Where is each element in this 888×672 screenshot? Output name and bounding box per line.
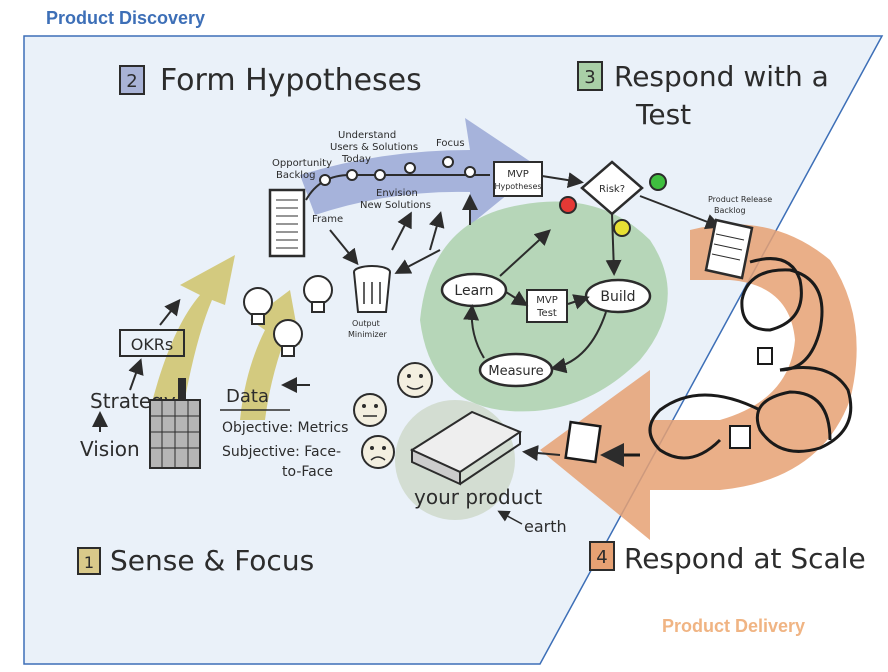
product-delivery-label: Product Delivery — [662, 616, 806, 636]
focus-label: Focus — [436, 138, 465, 149]
arrow-build-measure — [550, 311, 607, 374]
release-backlog-icon — [704, 218, 754, 280]
release-card — [729, 425, 751, 449]
opportunity-backlog-label-1: Opportunity — [272, 158, 332, 169]
opportunity-backlog-label-2: Backlog — [276, 170, 316, 181]
green-dot — [649, 173, 667, 191]
earth-label: earth — [524, 517, 567, 536]
output-minimizer-icon — [353, 265, 391, 313]
arrow-mvp-build — [567, 294, 590, 310]
risk-label: Risk? — [599, 184, 625, 195]
arrow-to-product — [522, 445, 561, 462]
mvp-label: MVP — [507, 169, 529, 180]
release-card — [564, 420, 602, 464]
envision-label-1: Envision — [376, 188, 418, 199]
mvp-test-label-2: Test — [536, 308, 557, 319]
step-2: 2 Form Hypotheses — [119, 63, 422, 98]
arrow-learn-mvp — [505, 290, 529, 307]
mvp-test-label-1: MVP — [536, 295, 558, 306]
step-3-title-line1: Respond with a — [614, 60, 829, 93]
data-label: Data — [226, 386, 269, 407]
step-3-title-line2: Test — [635, 98, 691, 131]
mvp-hypotheses-box — [493, 161, 543, 197]
okrs-box — [119, 329, 185, 357]
arrow-risk-release — [639, 195, 722, 230]
product-discovery-label: Product Discovery — [46, 8, 206, 28]
okrs-label: OKRs — [131, 335, 174, 354]
step-1-title: Sense & Focus — [110, 544, 314, 577]
lightbulb-icon — [243, 287, 273, 325]
understand-label-3: Today — [341, 154, 371, 165]
step-4: 4 Respond at Scale — [589, 541, 866, 575]
blue-arrow — [300, 118, 540, 225]
arrow-strategy-okrs — [128, 358, 144, 391]
delivery-loops — [600, 257, 853, 467]
lightbulb-icon — [303, 275, 333, 313]
step-3: 3 Respond with a Test — [577, 60, 829, 131]
step-1: 1 Sense & Focus — [77, 544, 314, 577]
subjective-label-2: to-Face — [282, 464, 333, 480]
mvp-hypotheses-label: Hypotheses — [494, 182, 541, 191]
arrow-up-2 — [429, 211, 445, 251]
step-4-title: Respond at Scale — [624, 542, 866, 575]
frame-label: Frame — [312, 214, 343, 225]
neutral-face-icon — [353, 393, 387, 427]
hypotheses-flow-path — [305, 156, 490, 201]
opportunity-backlog-icon — [268, 188, 306, 258]
output-label-2: Minimizer — [348, 330, 388, 339]
arrow-risk-build — [605, 213, 622, 276]
sad-face-icon — [361, 435, 395, 469]
product-box-icon — [409, 410, 523, 486]
objective-label: Objective: Metrics — [222, 420, 348, 436]
svg-text:3: 3 — [584, 67, 595, 88]
mvp-test-box — [526, 289, 568, 323]
arrow-earth — [497, 510, 523, 525]
understand-label-1: Understand — [338, 130, 396, 141]
learn-label: Learn — [454, 283, 493, 299]
svg-text:2: 2 — [126, 71, 137, 92]
vision-label: Vision — [80, 437, 140, 461]
lightbulb-icon — [273, 319, 303, 357]
arrow-measure-learn — [463, 304, 485, 359]
your-product-label: your product — [414, 485, 542, 509]
subjective-label-1: Subjective: Face- — [222, 444, 341, 460]
happy-face-icon — [397, 362, 433, 398]
svg-text:1: 1 — [84, 553, 94, 572]
arrow-learn-up — [499, 229, 551, 277]
measure-label: Measure — [488, 364, 543, 379]
red-dot — [559, 196, 577, 214]
understand-label-2: Users & Solutions — [330, 142, 418, 153]
step-2-title: Form Hypotheses — [160, 63, 422, 98]
arrow-okrs-up — [159, 298, 181, 326]
arrow-up-1 — [391, 211, 412, 251]
building-icon — [149, 378, 201, 469]
arrow-mvp-risk — [541, 172, 584, 189]
arrow-learn-bin — [394, 249, 441, 274]
release-backlog-label-2: Backlog — [714, 206, 746, 215]
output-label-1: Output — [352, 319, 380, 328]
release-card — [757, 347, 773, 365]
arrow-frame-bin — [329, 229, 359, 266]
olive-arrow-left — [150, 255, 235, 415]
build-label: Build — [600, 289, 635, 305]
envision-label-2: New Solutions — [360, 200, 431, 211]
yellow-dot — [613, 219, 631, 237]
svg-text:4: 4 — [596, 547, 607, 568]
release-backlog-label-1: Product Release — [708, 195, 772, 204]
